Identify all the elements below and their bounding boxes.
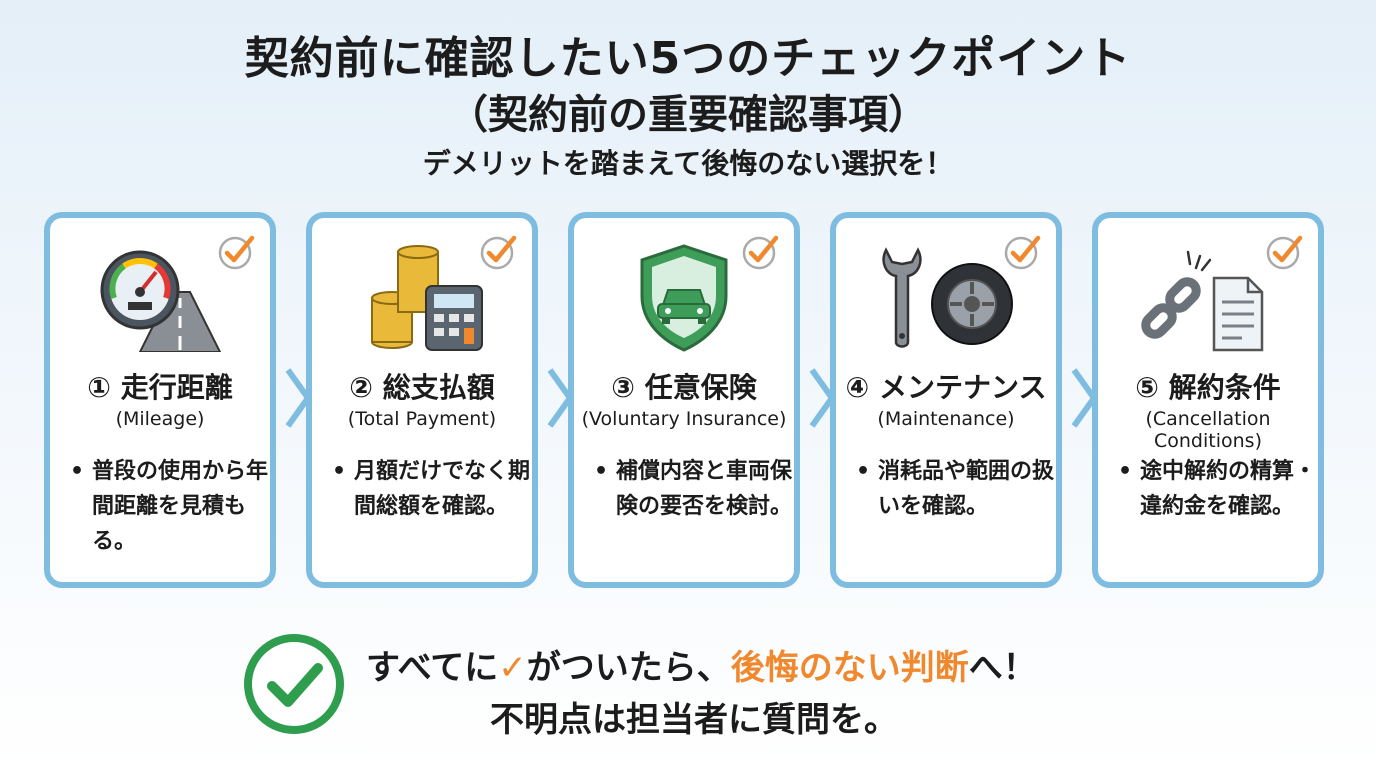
card-title: ③ 任意保険 [611,371,757,404]
card-title: ② 総支払額 [349,371,495,404]
wrench-tire-icon [882,247,1013,348]
footer-line-1: すべてに✓がついたら、後悔のない判断へ！ [366,640,1037,689]
tagline: デメリットを踏まえて後悔のない選択を！ [422,147,954,180]
footer-text-a: すべてに [366,648,499,688]
check-icon [742,235,779,270]
card-text: 普段の使用から年間距離を見積もる。 [68,454,268,559]
card-title: ① 走行距離 [87,371,233,404]
check-icon [1266,235,1303,270]
speedometer-road-icon [100,250,222,352]
main-title: 契約前に確認したい5つのチェックポイント [244,33,1132,84]
footer-line-2: 不明点は担当者に質問を。 [490,700,898,740]
big-check-icon [244,634,344,734]
check-icon [480,235,517,270]
card-mileage: ① 走行距離 (Mileage) 普段の使用から年間距離を見積もる。 [44,212,276,588]
card-subtitle: (Maintenance) [877,408,1015,430]
car-shield-icon [640,244,728,352]
card-voluntary-insurance: ③ 任意保険 (Voluntary Insurance) 補償内容と車両保険の要… [568,212,800,588]
check-icon [218,235,255,270]
card-subtitle: (Cancellation Conditions) [1145,408,1271,452]
footer-highlight: 後悔のない判断 [730,648,969,688]
card-text: 月額だけでなく期間総額を確認。 [330,454,530,524]
card-subtitle: (Mileage) [115,408,205,430]
card-total-payment: ② 総支払額 (Total Payment) 月額だけでなく期間総額を確認。 [306,212,538,588]
main-subtitle: （契約前の重要確認事項） [448,92,928,138]
card-title: ⑤ 解約条件 [1135,371,1281,404]
footer-text-c: へ！ [968,648,1037,688]
card-maintenance: ④ メンテナンス (Maintenance) 消耗品や範囲の扱いを確認。 [830,212,1062,588]
card-subtitle: (Total Payment) [347,408,497,430]
coins-calculator-icon [371,245,483,351]
card-title: ④ メンテナンス [845,371,1047,404]
card-cancellation: ⑤ 解約条件 (Cancellation Conditions) 途中解約の精算… [1092,212,1324,588]
check-icon [1004,235,1041,270]
card-text: 補償内容と車両保険の要否を検討。 [592,454,792,524]
card-text: 途中解約の精算・違約金を確認。 [1116,454,1316,524]
card-text: 消耗品や範囲の扱いを確認。 [854,454,1054,524]
card-subtitle: (Voluntary Insurance) [581,408,787,430]
inline-check-icon: ✓ [498,648,527,688]
broken-chain-document-icon [1141,250,1264,352]
footer-text-b: がついたら、 [526,648,731,688]
